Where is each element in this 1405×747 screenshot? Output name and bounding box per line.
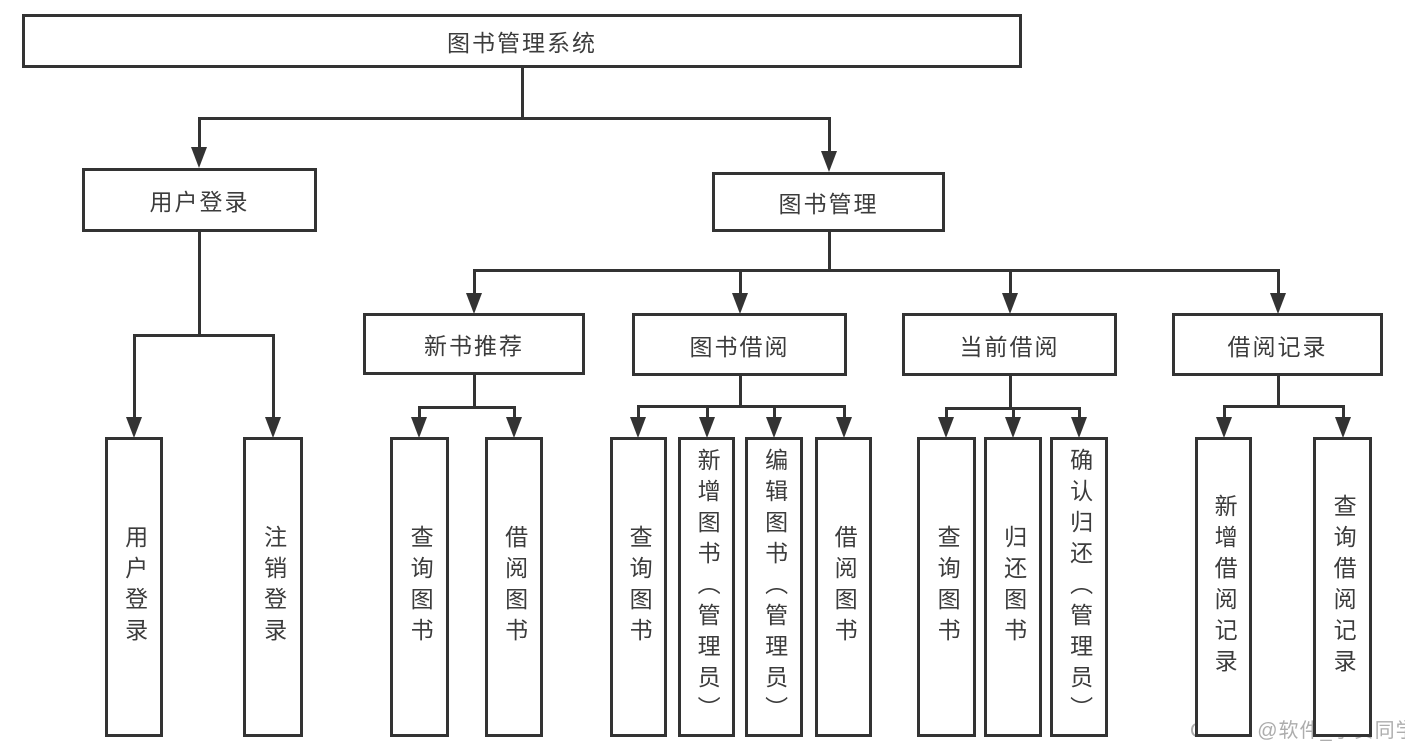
connector-drop-book-management-children: [738, 270, 742, 304]
node-leaf-query-book-1: 查询图书: [390, 437, 449, 737]
node-book-borrowing: 图书借阅: [632, 313, 847, 376]
connector-drop-book-management-children: [1008, 270, 1012, 304]
connector-stem-new-book-recommend-children: [472, 373, 476, 409]
node-leaf-confirm-return: 确认归还（管理员）: [1050, 437, 1108, 737]
node-borrowing-records: 借阅记录: [1172, 313, 1383, 376]
node-leaf-add-book-admin: 新增图书（管理员）: [678, 437, 735, 737]
connector-stem-book-borrowing-children: [738, 374, 742, 408]
arrowhead-down-icon: [766, 417, 782, 438]
arrowhead-down-icon: [938, 417, 954, 438]
node-leaf-logout: 注销登录: [243, 437, 303, 737]
arrowhead-down-icon: [1335, 417, 1351, 438]
connector-stem-user-login-children: [197, 230, 201, 337]
arrowhead-down-icon: [411, 417, 427, 438]
node-leaf-return-book: 归还图书: [984, 437, 1042, 737]
node-book-management: 图书管理: [712, 172, 945, 232]
node-leaf-add-borrow-record: 新增借阅记录: [1195, 437, 1252, 737]
connector-split-new-book-recommend-children: [417, 405, 516, 409]
node-leaf-borrow-book-2: 借阅图书: [815, 437, 872, 737]
node-new-book-recommend: 新书推荐: [363, 313, 585, 375]
connector-split-borrowing-records-children: [1222, 404, 1345, 408]
arrowhead-down-icon: [732, 293, 748, 314]
node-leaf-user-login: 用户登录: [105, 437, 163, 737]
arrowhead-down-icon: [1270, 293, 1286, 314]
arrowhead-down-icon: [506, 417, 522, 438]
arrowhead-down-icon: [1005, 417, 1021, 438]
connector-split-book-borrowing-children: [636, 404, 846, 408]
connector-stem-borrowing-records-children: [1276, 374, 1280, 408]
arrowhead-down-icon: [836, 417, 852, 438]
node-leaf-edit-book-admin: 编辑图书（管理员）: [745, 437, 803, 737]
node-leaf-borrow-book-1: 借阅图书: [485, 437, 543, 737]
node-current-borrowing: 当前借阅: [902, 313, 1117, 376]
arrowhead-down-icon: [126, 417, 142, 438]
arrowhead-down-icon: [1002, 293, 1018, 314]
connector-stem-book-management-children: [827, 230, 831, 272]
node-leaf-query-book-2: 查询图书: [610, 437, 667, 737]
connector-drop-root-to-level2: [197, 118, 201, 158]
connector-drop-user-login-children: [271, 335, 275, 428]
node-leaf-query-book-3: 查询图书: [917, 437, 976, 737]
connector-split-user-login-children: [132, 333, 275, 337]
connector-split-book-management-children: [472, 268, 1280, 272]
connector-drop-user-login-children: [132, 335, 136, 428]
connector-drop-root-to-level2: [827, 118, 831, 162]
node-root-system: 图书管理系统: [22, 14, 1022, 68]
connector-stem-current-borrowing-children: [1008, 374, 1012, 410]
arrowhead-down-icon: [265, 417, 281, 438]
node-user-login: 用户登录: [82, 168, 317, 232]
arrowhead-down-icon: [466, 293, 482, 314]
connector-stem-root-to-level2: [520, 66, 524, 120]
connector-split-root-to-level2: [197, 116, 831, 120]
arrowhead-down-icon: [191, 147, 207, 168]
arrowhead-down-icon: [630, 417, 646, 438]
arrowhead-down-icon: [821, 151, 837, 172]
arrowhead-down-icon: [699, 417, 715, 438]
arrowhead-down-icon: [1216, 417, 1232, 438]
connector-drop-book-management-children: [1276, 270, 1280, 304]
arrowhead-down-icon: [1071, 417, 1087, 438]
connector-drop-book-management-children: [472, 270, 476, 304]
node-leaf-query-borrow-record: 查询借阅记录: [1313, 437, 1372, 737]
